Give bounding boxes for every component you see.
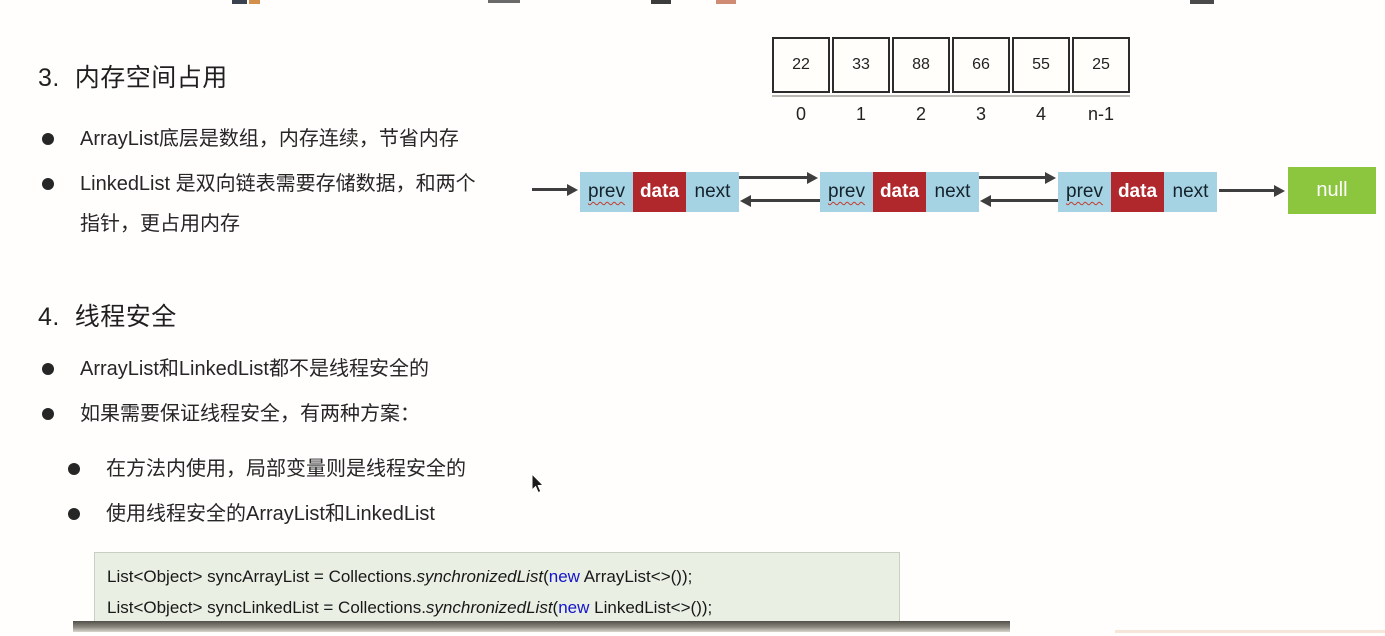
- prev-cell: prev: [1058, 172, 1111, 212]
- top-edge-fragment: [249, 0, 260, 4]
- bullet-dot: [42, 363, 54, 375]
- code-text: List<Object> syncArrayList = Collections…: [107, 567, 417, 586]
- bullet-text: ArrayList底层是数组，内存连续，节省内存: [80, 128, 459, 150]
- bullet-text: ArrayList和LinkedList都不是线程安全的: [80, 358, 429, 380]
- next-pointer-arrow: [739, 176, 808, 179]
- data-cell: data: [633, 172, 686, 212]
- bullet-dot: [68, 508, 80, 520]
- prev-pointer-arrow: [991, 199, 1058, 202]
- section3-bullet-2-continuation: 指针，更占用内存: [80, 213, 240, 235]
- next-pointer-arrow-head: [1045, 172, 1056, 184]
- section4-bullet-2: 如果需要保证线程安全，有两种方案：: [42, 401, 420, 427]
- array-index-row: 0 1 2 3 4 n-1: [772, 104, 1130, 125]
- code-line: List<Object> syncArrayList = Collections…: [107, 561, 887, 592]
- code-text: ArrayList<>());: [579, 567, 693, 586]
- next-cell: next: [926, 172, 979, 212]
- array-cell: 33: [832, 37, 890, 93]
- section4-sub-bullet-2: 使用线程安全的ArrayList和LinkedList: [68, 501, 435, 527]
- code-text: LinkedList<>());: [589, 598, 713, 617]
- bullet-text: 使用线程安全的ArrayList和LinkedList: [106, 503, 435, 525]
- prev-pointer-arrow: [751, 199, 820, 202]
- code-line: List<Object> syncLinkedList = Collection…: [107, 592, 887, 623]
- array-index: 2: [915, 104, 926, 124]
- array-index: 1: [855, 104, 866, 124]
- array-cell: 22: [772, 37, 830, 93]
- data-cell: data: [1111, 172, 1164, 212]
- code-keyword: new: [548, 567, 580, 586]
- array-cell: 25: [1072, 37, 1130, 93]
- top-edge-fragment: [488, 0, 520, 3]
- code-method-name: synchronizedList: [416, 567, 544, 586]
- prev-label: prev: [1066, 181, 1103, 202]
- code-text: List<Object> syncLinkedList = Collection…: [107, 598, 426, 617]
- section3-heading: 3. 内存空间占用: [38, 64, 228, 92]
- linked-list-node-2: prev data next: [820, 172, 979, 212]
- code-keyword: new: [558, 598, 590, 617]
- array-index: n-1: [1087, 104, 1114, 124]
- section4-heading: 4. 线程安全: [38, 303, 177, 331]
- array-cell: 55: [1012, 37, 1070, 93]
- data-cell: data: [873, 172, 926, 212]
- prev-cell: prev: [820, 172, 873, 212]
- code-text: (: [543, 567, 549, 586]
- prev-pointer-arrow-head: [980, 195, 991, 207]
- code-block-shadow-bar: [73, 621, 1010, 632]
- linked-list-node-3: prev data next: [1058, 172, 1217, 212]
- bullet-dot: [42, 408, 54, 420]
- array-diagram-shadow-line: [772, 95, 1130, 97]
- entry-arrow: [532, 188, 568, 191]
- tail-arrow: [1219, 189, 1275, 192]
- top-edge-fragment: [651, 0, 671, 4]
- prev-cell: prev: [580, 172, 633, 212]
- top-edge-fragment: [232, 0, 247, 4]
- bottom-edge-highlight: [1115, 630, 1385, 633]
- array-cell: 66: [952, 37, 1010, 93]
- array-index: 0: [795, 104, 806, 124]
- next-cell: next: [686, 172, 739, 212]
- array-diagram: 22 33 88 66 55 25: [772, 37, 1130, 93]
- bullet-dot: [68, 463, 80, 475]
- next-cell: next: [1164, 172, 1217, 212]
- prev-pointer-arrow-head: [740, 195, 751, 207]
- bullet-text: 在方法内使用，局部变量则是线程安全的: [106, 458, 466, 480]
- prev-label: prev: [828, 181, 865, 202]
- section3-bullet-2: LinkedList 是双向链表需要存储数据，和两个: [42, 171, 476, 197]
- bullet-dot: [42, 178, 54, 190]
- section3-bullet-1: ArrayList底层是数组，内存连续，节省内存: [42, 126, 459, 152]
- null-terminator-box: null: [1288, 167, 1376, 214]
- prev-label: prev: [588, 181, 625, 202]
- bullet-text: 如果需要保证线程安全，有两种方案：: [80, 403, 420, 425]
- array-index: 3: [975, 104, 986, 124]
- mouse-cursor-icon: [531, 474, 545, 494]
- bullet-text: LinkedList 是双向链表需要存储数据，和两个: [80, 173, 476, 195]
- top-edge-fragment: [1190, 0, 1214, 4]
- bullet-dot: [42, 133, 54, 145]
- array-cell: 88: [892, 37, 950, 93]
- section4-sub-bullet-1: 在方法内使用，局部变量则是线程安全的: [68, 456, 466, 482]
- code-method-name: synchronizedList: [425, 598, 553, 617]
- linked-list-node-1: prev data next: [580, 172, 739, 212]
- next-pointer-arrow: [979, 176, 1046, 179]
- code-text: (: [552, 598, 559, 617]
- section4-bullet-1: ArrayList和LinkedList都不是线程安全的: [42, 356, 429, 382]
- array-index: 4: [1035, 104, 1046, 124]
- tail-arrow-head: [1274, 185, 1285, 197]
- top-edge-fragment: [716, 0, 736, 4]
- entry-arrow-head: [567, 184, 578, 196]
- next-pointer-arrow-head: [807, 172, 818, 184]
- code-block: List<Object> syncArrayList = Collections…: [94, 552, 900, 622]
